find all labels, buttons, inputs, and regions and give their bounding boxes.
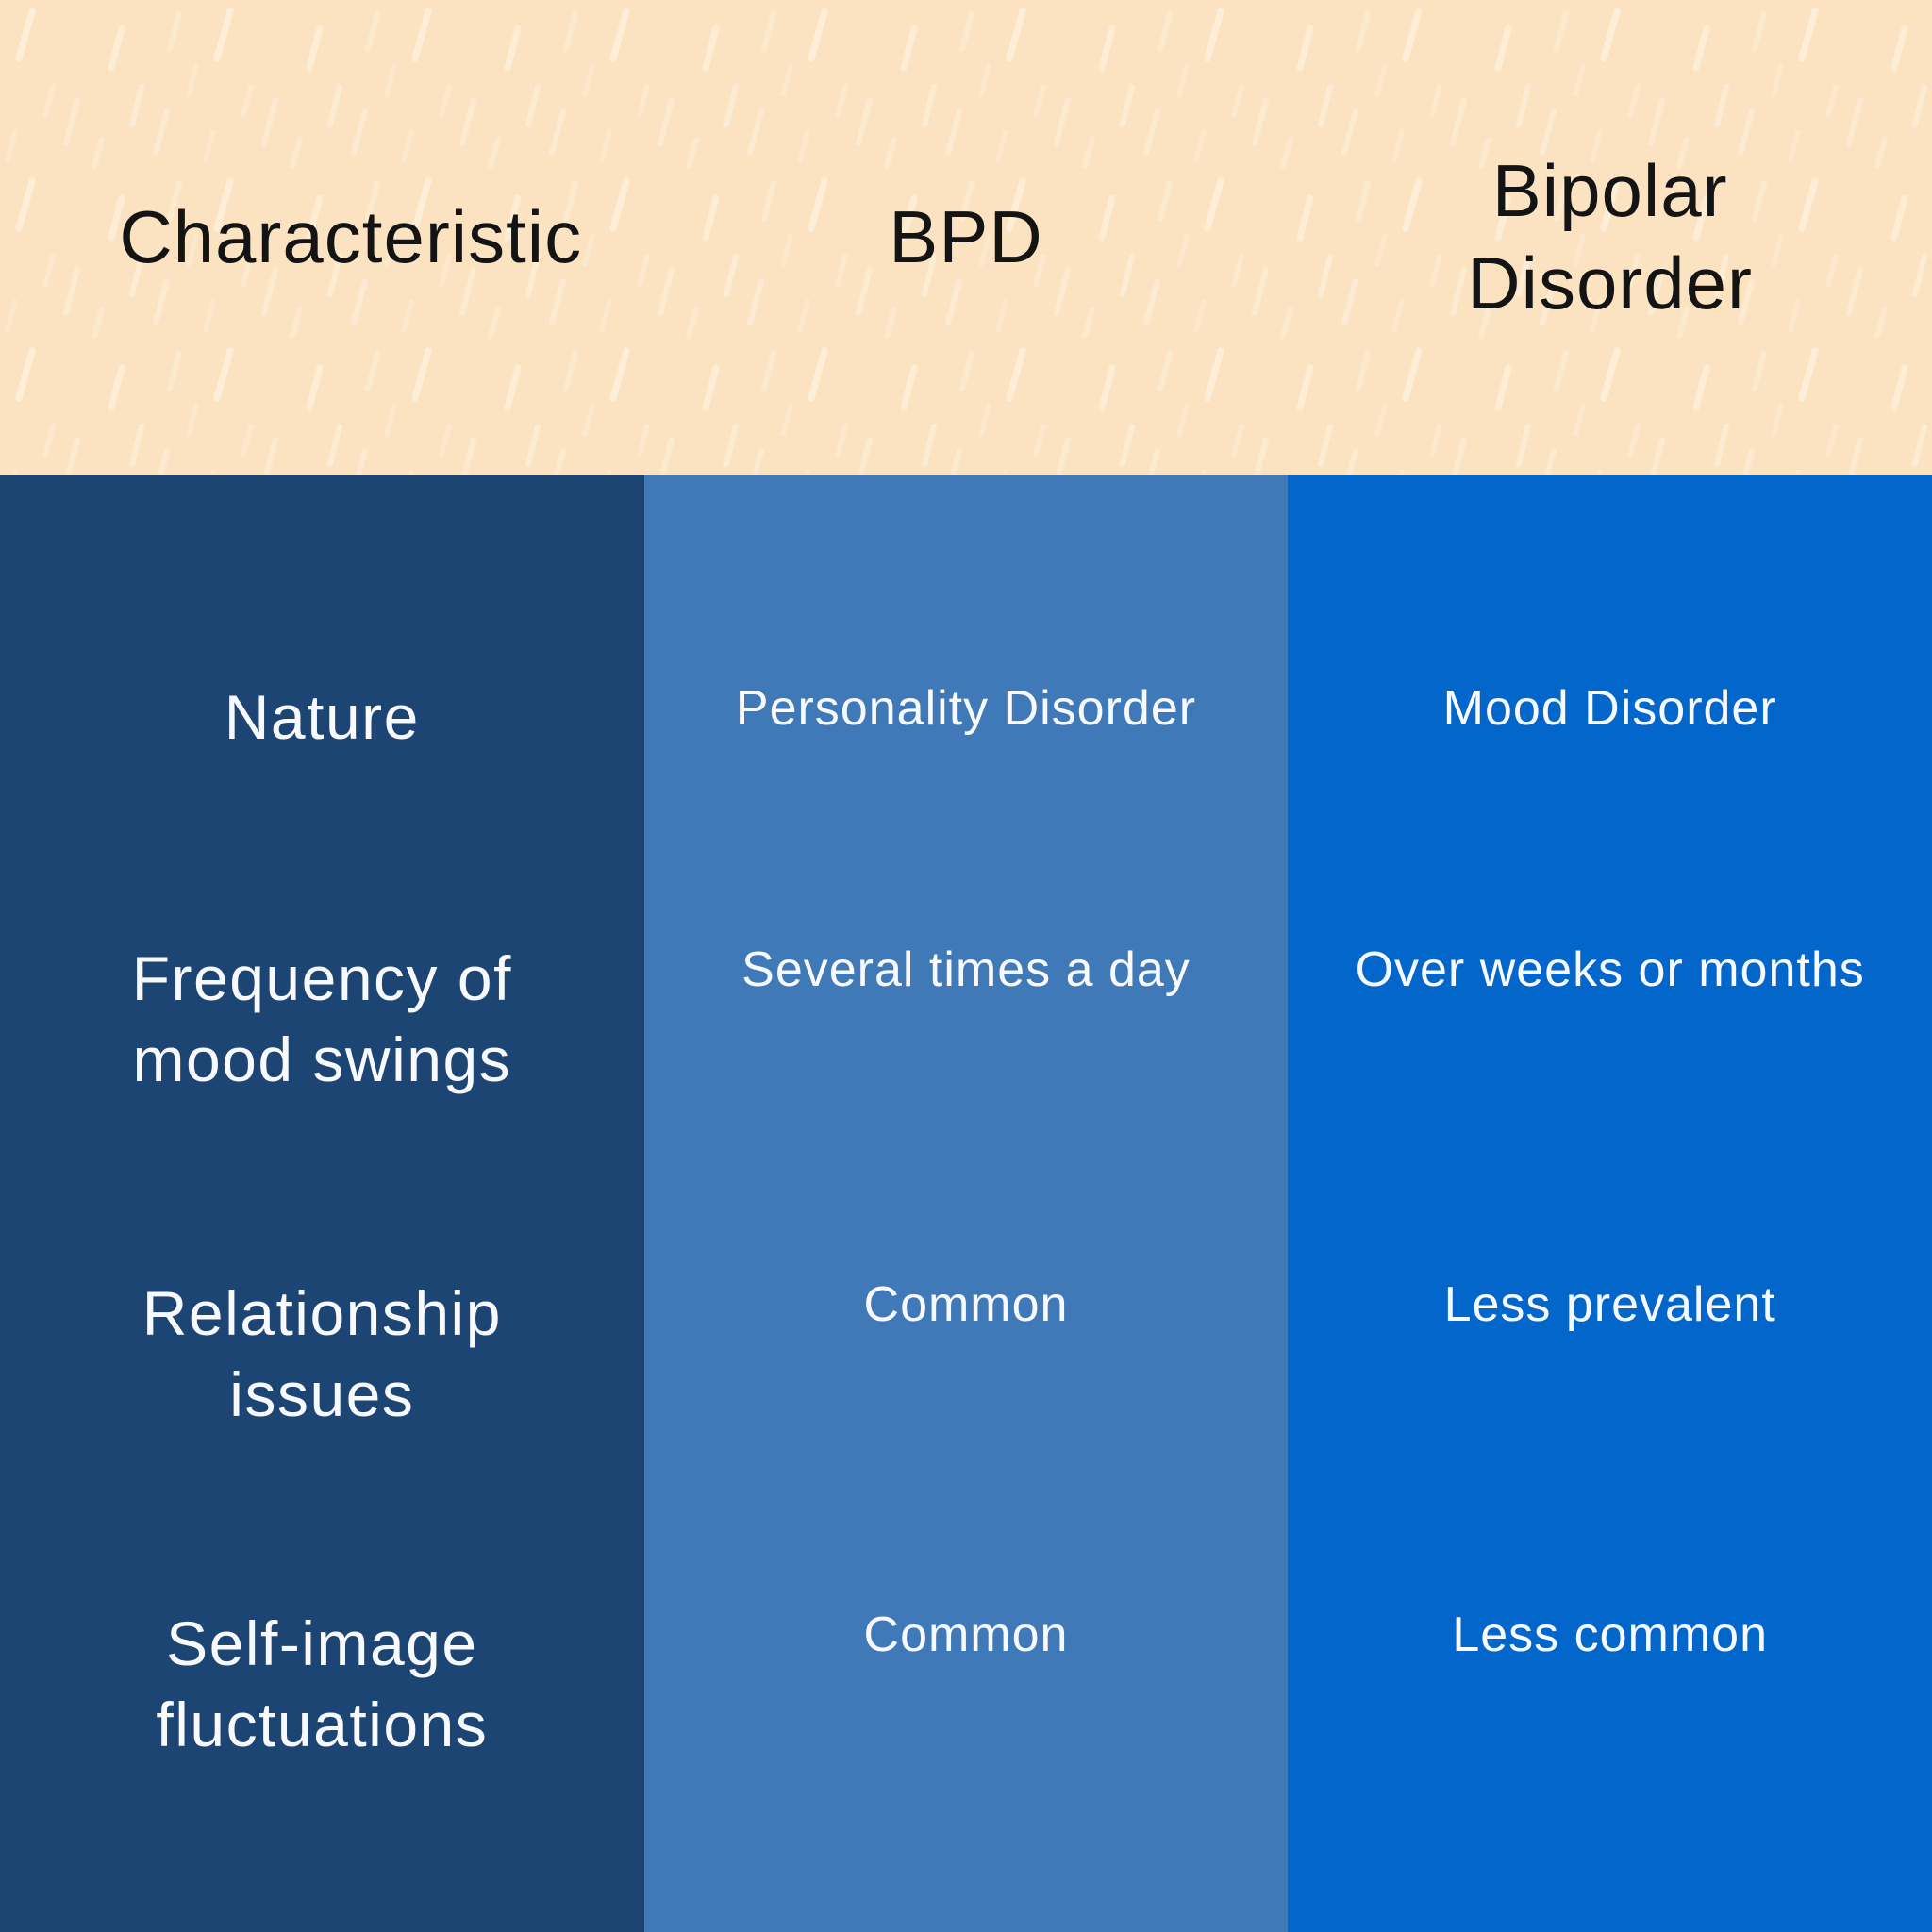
- cell-bpd-frequency: Several times a day: [644, 890, 1289, 1220]
- column-header-label: BPD: [889, 194, 1043, 278]
- cell-bipolar-frequency: Over weeks or months: [1288, 890, 1932, 1220]
- cell-bipolar-relationship: Less prevalent: [1288, 1220, 1932, 1550]
- cell-value: Personality Disorder: [735, 681, 1197, 736]
- cell-value: Mood Disorder: [1442, 681, 1777, 736]
- cell-characteristic-nature: Nature: [0, 475, 644, 890]
- header-row: Characteristic BPD Bipolar Disorder: [0, 0, 1932, 475]
- cell-bpd-self-image: Common: [644, 1550, 1289, 1932]
- column-characteristic: Nature Frequency of mood swings Relation…: [0, 475, 644, 1932]
- cell-bpd-nature: Personality Disorder: [644, 475, 1289, 890]
- cell-value: Common: [863, 1607, 1069, 1662]
- cell-value: Over weeks or months: [1355, 942, 1865, 997]
- column-header-label: Bipolar Disorder: [1467, 149, 1754, 325]
- cell-value: Several times a day: [741, 942, 1191, 997]
- texture-dashes-icon: [0, 0, 1932, 475]
- row-label: Nature: [224, 682, 420, 752]
- column-header-characteristic: Characteristic: [0, 192, 644, 284]
- column-header-bipolar-disorder: Bipolar Disorder: [1288, 145, 1932, 329]
- comparison-table: Nature Frequency of mood swings Relation…: [0, 475, 1932, 1932]
- cell-bipolar-nature: Mood Disorder: [1288, 475, 1932, 890]
- cell-value: Less prevalent: [1443, 1277, 1776, 1332]
- cell-value: Less common: [1452, 1607, 1768, 1662]
- column-bpd: Personality Disorder Several times a day…: [643, 475, 1289, 1932]
- row-label: Self-image fluctuations: [156, 1608, 489, 1759]
- cell-characteristic-relationship: Relationship issues: [0, 1220, 644, 1550]
- column-bipolar-disorder: Mood Disorder Over weeks or months Less …: [1288, 475, 1932, 1932]
- cell-characteristic-self-image: Self-image fluctuations: [0, 1550, 644, 1932]
- header-band: Characteristic BPD Bipolar Disorder: [0, 0, 1932, 475]
- cell-value: Common: [863, 1277, 1069, 1332]
- row-label: Frequency of mood swings: [131, 943, 512, 1094]
- column-header-bpd: BPD: [644, 192, 1289, 284]
- row-label: Relationship issues: [142, 1278, 502, 1429]
- cell-characteristic-frequency: Frequency of mood swings: [0, 890, 644, 1220]
- cell-bipolar-self-image: Less common: [1288, 1550, 1932, 1932]
- column-header-label: Characteristic: [119, 194, 583, 278]
- cell-bpd-relationship: Common: [644, 1220, 1289, 1550]
